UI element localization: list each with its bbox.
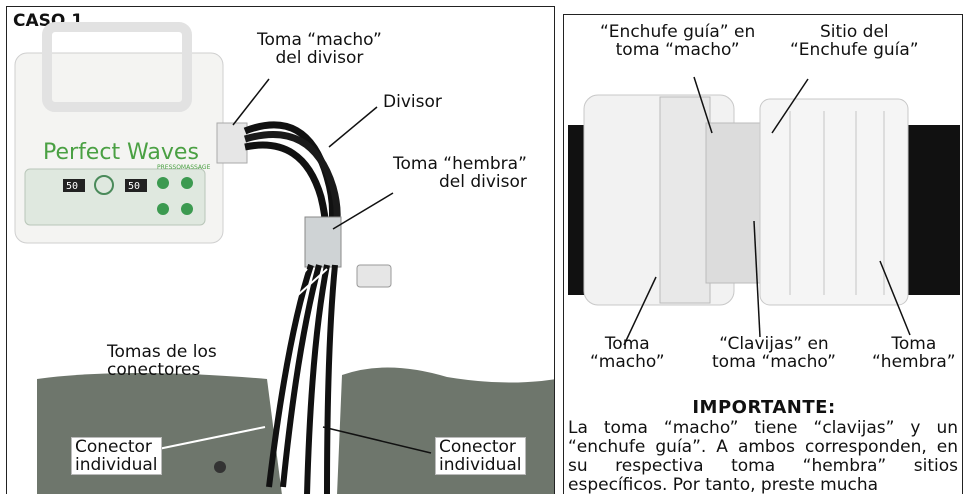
garment-stud <box>214 461 226 473</box>
right-cable-bundle <box>904 125 960 295</box>
spare-connector <box>356 264 392 288</box>
display-1 <box>63 179 85 192</box>
label-female: Toma“hembra” <box>872 334 956 372</box>
important-body: La toma “macho” tiene “clavijas” y un “e… <box>568 418 958 494</box>
brand-logo: Perfect Waves <box>43 140 199 165</box>
label-male-socket: Toma “macho”del divisor <box>257 30 382 68</box>
display-2-value: 50 <box>128 181 140 192</box>
important-title: IMPORTANTE: <box>692 397 836 418</box>
label-guide-site: Sitio del“Enchufe guía” <box>790 22 919 60</box>
label-female-socket: Toma “hembra”del divisor <box>393 154 527 192</box>
connector-detail-illustration <box>568 76 960 346</box>
female-housing <box>759 98 909 306</box>
control-panel <box>24 168 206 226</box>
display-2 <box>125 179 147 192</box>
mode-dial <box>94 175 114 195</box>
device-male-socket <box>216 122 248 164</box>
left-photo-panel: CASO 1. 50 50 Perfect Waves PRESSOMASSAG… <box>6 6 555 494</box>
power-button-2 <box>181 203 193 215</box>
right-garment <box>337 367 554 494</box>
label-male: Toma“macho” <box>590 334 665 372</box>
display-1-value: 50 <box>66 181 78 192</box>
splitter-female <box>304 216 342 268</box>
label-splitter: Divisor <box>383 92 442 112</box>
guide-plug-strip <box>659 96 711 304</box>
power-button <box>181 177 193 189</box>
brand-sub: PRESSOMASSAGE <box>157 164 211 171</box>
plus-button <box>157 177 169 189</box>
minus-button <box>157 203 169 215</box>
left-illustration: 50 50 Perfect Waves PRESSOMASSAGE <box>14 22 554 494</box>
device-handle <box>42 22 192 112</box>
left-garment <box>37 373 282 494</box>
